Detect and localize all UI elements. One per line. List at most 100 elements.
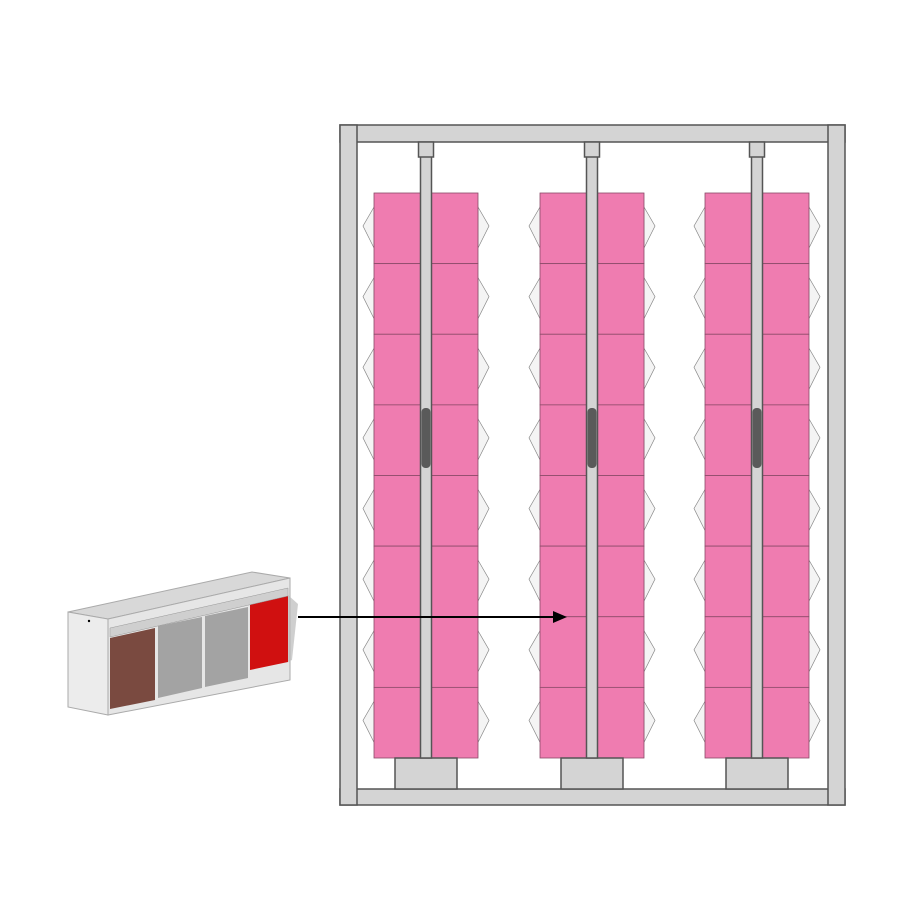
- storage-bin: [756, 192, 810, 265]
- bin-flap-left: [528, 629, 541, 672]
- bin-flap-left: [528, 558, 541, 602]
- storage-bin: [591, 686, 645, 759]
- storage-bin: [373, 404, 427, 476]
- bin-drawer-1: [110, 628, 155, 709]
- storage-bin: [539, 333, 593, 406]
- bin-flap-right: [477, 205, 490, 249]
- bin-flap-left: [528, 488, 541, 531]
- column-base: [394, 757, 458, 790]
- bin-drawer-4: [250, 595, 288, 670]
- storage-bin: [539, 263, 593, 335]
- rack-columns: [362, 141, 821, 790]
- bin-flap-left: [528, 700, 541, 743]
- storage-bin: [704, 333, 758, 406]
- bin-flap-left: [528, 346, 541, 390]
- bin-flap-left: [693, 558, 706, 602]
- storage-bin: [425, 333, 479, 406]
- storage-bin: [539, 686, 593, 759]
- bin-label-strip: [109, 587, 289, 638]
- bin-flap-right: [643, 276, 656, 319]
- storage-bin: [373, 616, 427, 688]
- storage-bin: [756, 404, 810, 476]
- bin-flap-left: [528, 417, 541, 461]
- bin-flap-left: [362, 205, 375, 249]
- storage-bin: [425, 616, 479, 688]
- bin-flap-left: [528, 205, 541, 249]
- storage-bin: [591, 404, 645, 476]
- storage-bin: [591, 333, 645, 406]
- frame-top-bar: [339, 124, 846, 143]
- bin-flap-left: [362, 417, 375, 461]
- pole-handle: [421, 408, 431, 468]
- bin-flap-right: [808, 205, 821, 249]
- storage-bin: [756, 545, 810, 618]
- rack-column: [362, 141, 490, 790]
- storage-bin: [591, 545, 645, 618]
- storage-bin: [425, 475, 479, 547]
- bin-unit-side: [67, 611, 109, 716]
- bin-flap-left: [528, 276, 541, 319]
- bin-flap-right: [808, 558, 821, 602]
- bin-flap-left: [693, 276, 706, 319]
- bin-flap-right: [808, 346, 821, 390]
- bin-flap-right: [477, 629, 490, 672]
- bin-flap-right: [477, 276, 490, 319]
- bin-drawer-2: [158, 617, 202, 698]
- storage-bin: [756, 263, 810, 335]
- bin-flap-right: [808, 276, 821, 319]
- storage-bin: [373, 263, 427, 335]
- bin-flap-left: [693, 488, 706, 531]
- storage-bin: [591, 263, 645, 335]
- bin-flap-right: [808, 629, 821, 672]
- storage-bin: [539, 545, 593, 618]
- bin-flap-right: [477, 488, 490, 531]
- storage-bin: [539, 475, 593, 547]
- bin-flap-right: [808, 417, 821, 461]
- bin-flap-right: [808, 700, 821, 743]
- storage-bin: [704, 475, 758, 547]
- bin-flap-left: [693, 629, 706, 672]
- storage-bin: [373, 686, 427, 759]
- pole-cap: [748, 141, 766, 158]
- storage-bin: [373, 545, 427, 618]
- storage-bin: [425, 686, 479, 759]
- frame-bottom-bar: [339, 788, 846, 806]
- bin-flap-right: [477, 700, 490, 743]
- bin-flap-left: [693, 346, 706, 390]
- storage-bin: [425, 545, 479, 618]
- bin-flap-left: [362, 346, 375, 390]
- bin-flap-right: [643, 205, 656, 249]
- storage-bin: [425, 263, 479, 335]
- storage-bin: [756, 475, 810, 547]
- bin-flap-right: [477, 558, 490, 602]
- storage-bin: [756, 616, 810, 688]
- bin-flap-right: [808, 488, 821, 531]
- bin-flap-right: [643, 417, 656, 461]
- bin-flap-right: [643, 558, 656, 602]
- column-base: [560, 757, 624, 790]
- storage-bin: [539, 404, 593, 476]
- bin-flap-left: [362, 276, 375, 319]
- bin-flap-left: [362, 558, 375, 602]
- storage-bin: [425, 192, 479, 265]
- storage-bin: [539, 616, 593, 688]
- bin-flap-left: [362, 629, 375, 672]
- rack-column: [528, 141, 656, 790]
- storage-bin: [591, 192, 645, 265]
- storage-bin: [704, 404, 758, 476]
- bin-flap-left: [693, 700, 706, 743]
- storage-bin: [704, 263, 758, 335]
- rack-column: [693, 141, 821, 790]
- bin-flap-left: [362, 488, 375, 531]
- storage-bin: [591, 475, 645, 547]
- frame-right-post: [827, 124, 846, 806]
- bin-flap-left: [693, 205, 706, 249]
- pole-handle: [752, 408, 762, 468]
- storage-bin: [373, 192, 427, 265]
- column-base: [725, 757, 789, 790]
- arrow-right-icon: [298, 611, 567, 623]
- storage-bin: [704, 545, 758, 618]
- storage-bin: [425, 404, 479, 476]
- frame-left-post: [339, 124, 358, 806]
